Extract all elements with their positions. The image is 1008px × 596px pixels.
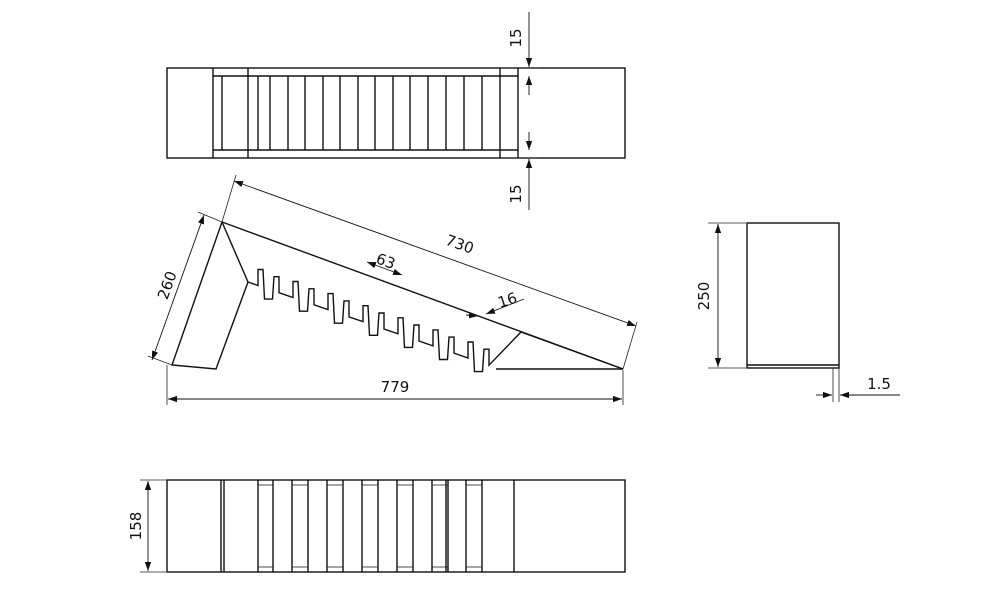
- side-view-outline: [171, 221, 624, 370]
- thickness-dimension: 1.5: [816, 368, 900, 402]
- dim-label-779: 779: [381, 378, 410, 396]
- slot-pitch-dimension: 63: [366, 250, 403, 276]
- bottom-view-slots: [257, 480, 483, 572]
- side-height-dimension: 260: [147, 211, 223, 366]
- bottom-height-dimension: 158: [127, 479, 166, 573]
- top-view-slats: [257, 76, 483, 150]
- dim-label-16: 16: [496, 289, 520, 312]
- dim-label-730: 730: [443, 231, 476, 258]
- dim-label-15-upper: 15: [507, 28, 525, 47]
- dim-label-63: 63: [374, 250, 398, 273]
- bottom-view: [166, 479, 626, 573]
- end-height-dimension: 250: [695, 222, 746, 369]
- side-view-toothed-edge: [247, 268, 624, 373]
- end-view-outline: [746, 222, 840, 369]
- dim-label-260: 260: [154, 269, 181, 302]
- slot-width-dimension: 16: [465, 289, 525, 319]
- top-gap-dimension: 15 15: [500, 12, 540, 210]
- dim-label-250: 250: [695, 282, 713, 311]
- end-view: [746, 222, 840, 369]
- top-view: [166, 67, 626, 159]
- dim-label-15-lower: 15: [507, 184, 525, 203]
- dim-label-1-5: 1.5: [867, 375, 891, 393]
- dim-label-158: 158: [127, 512, 145, 541]
- bottom-view-outline: [166, 479, 626, 573]
- slope-length-dimension: 730: [221, 174, 638, 370]
- overall-length-dimension: 779: [166, 365, 624, 405]
- top-view-outline: [166, 67, 626, 159]
